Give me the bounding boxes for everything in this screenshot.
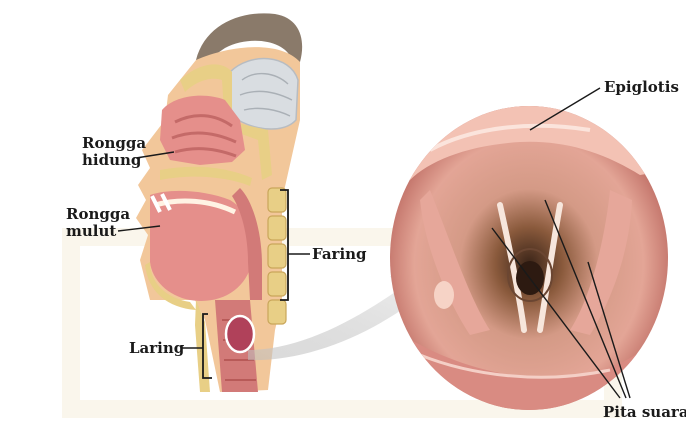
label-epiglotis: Epiglotis (604, 79, 679, 96)
head-cross-section (136, 13, 310, 392)
label-rongga-hidung-line2: hidung (82, 152, 141, 169)
label-laring: Laring (129, 340, 184, 357)
label-rongga-mulut-line2: mulut (66, 223, 116, 240)
label-rongga-hidung-line1: Rongga (82, 135, 146, 152)
larynx-endoscopic-view (390, 88, 670, 420)
label-faring: Faring (312, 246, 367, 263)
label-pita-suara: Pita suara (603, 404, 686, 421)
label-rongga-mulut-line1: Rongga (66, 206, 130, 223)
